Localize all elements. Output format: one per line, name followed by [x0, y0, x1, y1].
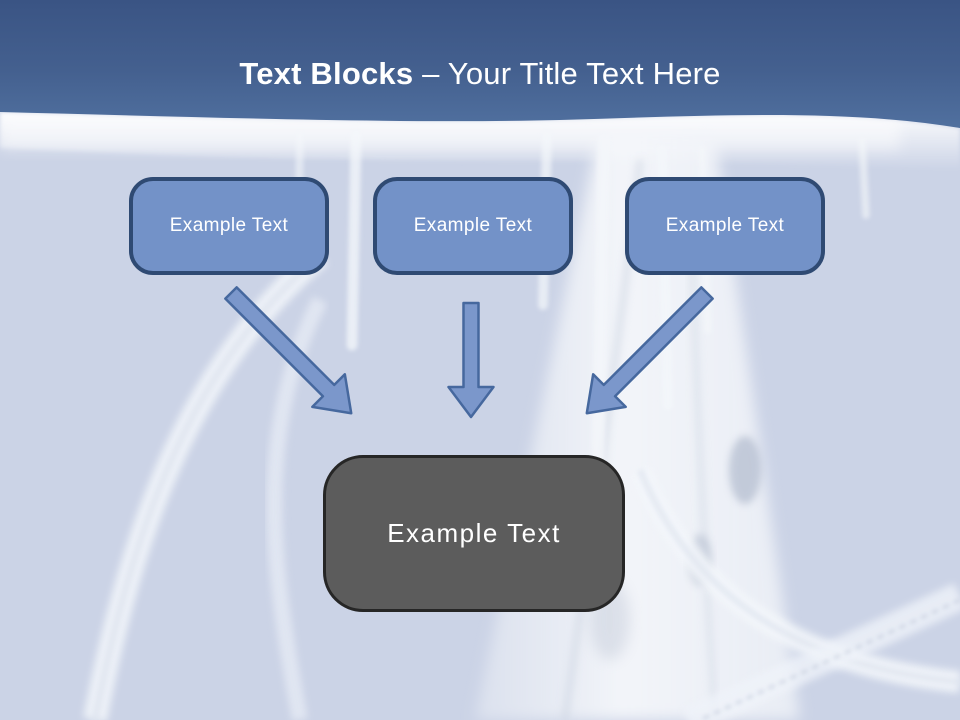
slide-title-emphasis: Text Blocks: [239, 56, 414, 91]
text-block-3-label: Example Text: [665, 215, 785, 236]
slide-title-text: – Your Title Text Here: [413, 56, 721, 91]
text-block-3[interactable]: Example Text: [625, 177, 825, 275]
text-block-1[interactable]: Example Text: [129, 177, 329, 275]
result-block[interactable]: Example Text: [323, 455, 625, 612]
down-left-arrow-icon[interactable]: [571, 277, 724, 430]
result-block-label: Example Text: [387, 518, 561, 548]
text-block-1-label: Example Text: [169, 215, 289, 236]
text-block-2[interactable]: Example Text: [373, 177, 573, 275]
down-arrow-icon[interactable]: [447, 301, 495, 419]
slide-title[interactable]: Text Blocks – Your Title Text Here: [0, 54, 960, 94]
down-right-arrow-icon[interactable]: [215, 277, 368, 430]
text-block-2-label: Example Text: [413, 215, 533, 236]
